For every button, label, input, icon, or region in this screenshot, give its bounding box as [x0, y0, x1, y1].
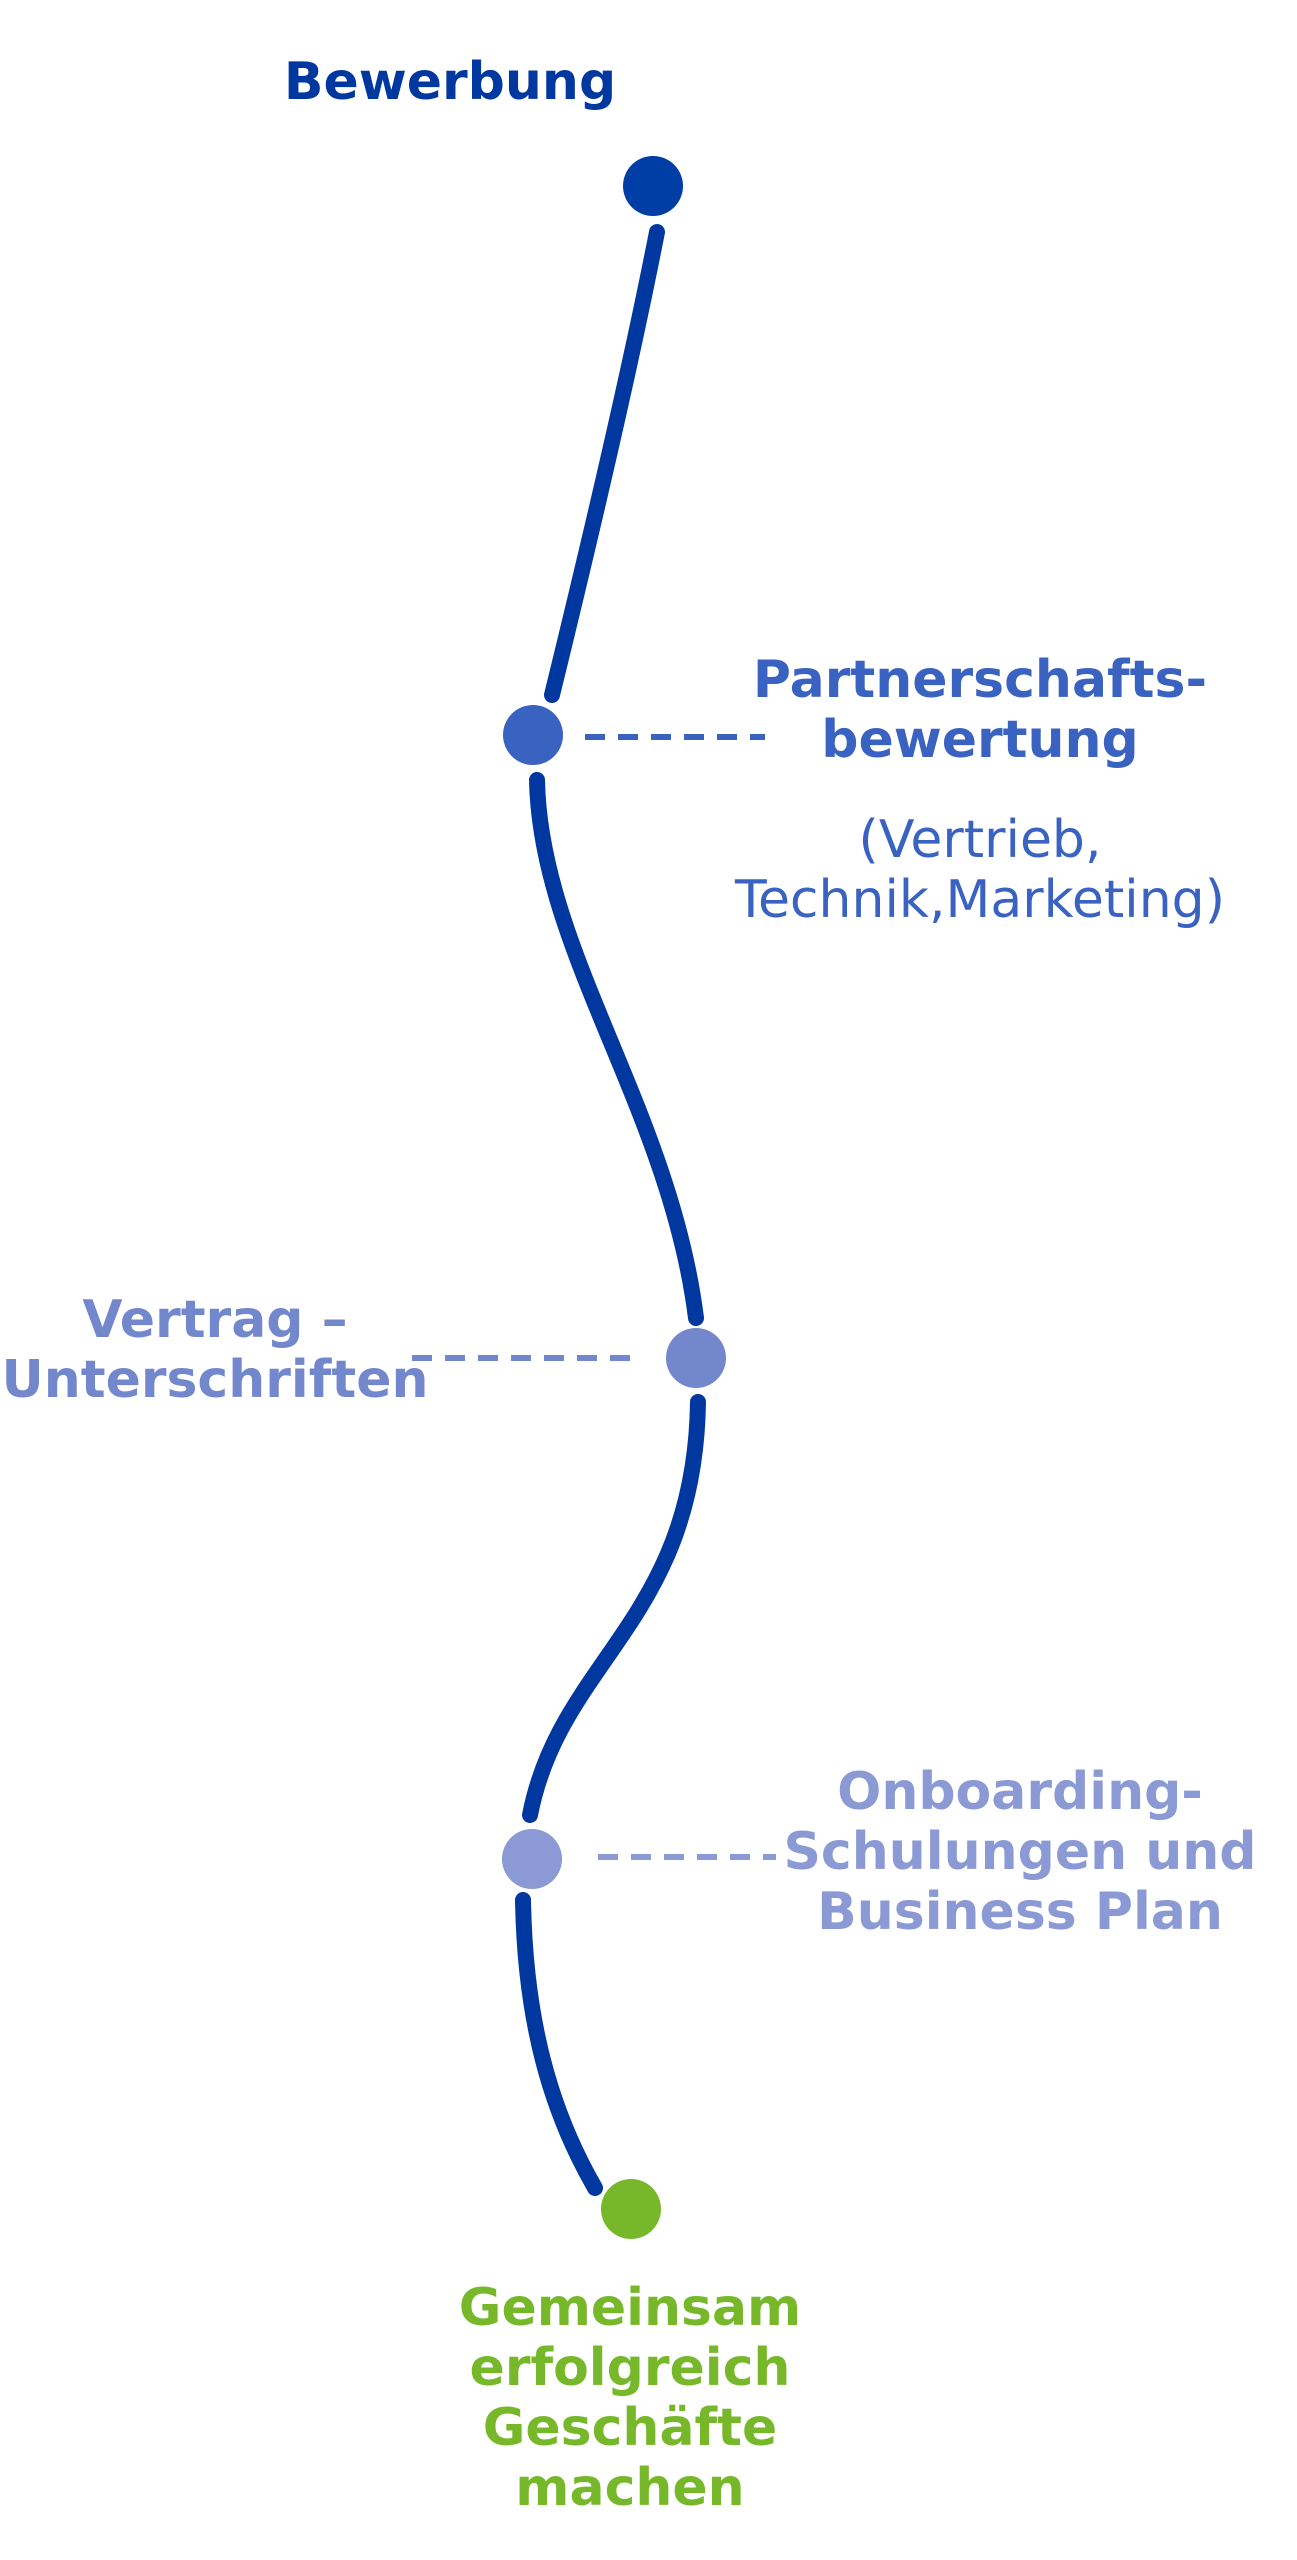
step-detail-line: Technik,Marketing): [735, 870, 1225, 930]
step-detail-partnership-evaluation: (Vertrieb, Technik,Marketing): [700, 810, 1260, 930]
step-label-line: Partnerschafts-: [752, 650, 1208, 710]
step-label-application: Bewerbung: [100, 52, 800, 112]
path-segment-1: [544, 224, 665, 703]
step-label-contract: Vertrag – Unterschriften: [0, 1290, 430, 1410]
step-detail-line: (Vertrieb,: [858, 810, 1102, 870]
step-label-line: Business Plan: [817, 1882, 1223, 1942]
node-application: [623, 156, 683, 216]
step-label-line: Unterschriften: [1, 1350, 429, 1410]
node-partnership-evaluation: [503, 705, 563, 765]
step-label-goal: Gemeinsam erfolgreich Geschäfte machen: [390, 2278, 870, 2518]
step-label-line: Onboarding-: [837, 1762, 1203, 1822]
step-label-line: Schulungen und: [783, 1822, 1257, 1882]
step-label-line: bewertung: [821, 710, 1139, 770]
path-segment-4: [515, 1892, 603, 2196]
step-label-line: erfolgreich: [469, 2338, 791, 2398]
path-segment-2: [529, 772, 704, 1326]
step-label-line: Geschäfte: [482, 2398, 778, 2458]
path-segment-3: [522, 1394, 706, 1823]
step-label-line: machen: [515, 2458, 745, 2518]
step-label-onboarding: Onboarding- Schulungen und Business Plan: [760, 1762, 1280, 1942]
node-onboarding: [502, 1829, 562, 1889]
node-goal: [601, 2179, 661, 2239]
step-label-line: Gemeinsam: [458, 2278, 802, 2338]
node-contract: [666, 1328, 726, 1388]
step-label-line: Vertrag –: [82, 1290, 348, 1350]
step-label-partnership-evaluation: Partnerschafts- bewertung: [700, 650, 1260, 770]
step-label-line: Bewerbung: [283, 52, 617, 112]
